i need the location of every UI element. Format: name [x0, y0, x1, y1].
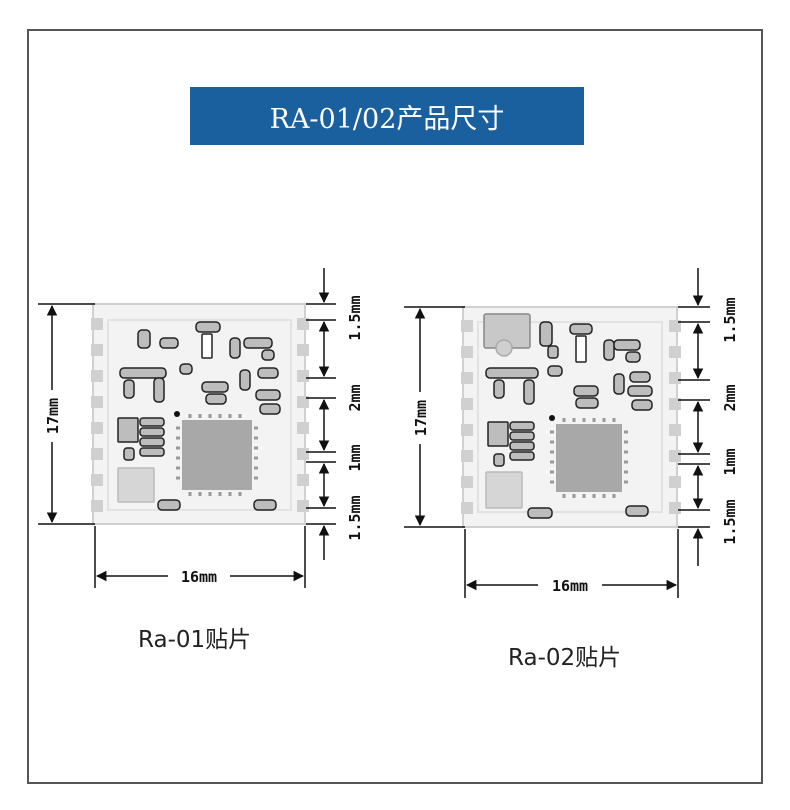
- ra02-side-label-3: 1mm: [721, 448, 739, 475]
- ra01-side-label-1: 1.5mm: [346, 295, 364, 340]
- ra01-left-pads: [91, 318, 103, 512]
- ra02-chip: [556, 424, 622, 492]
- ra02-components: [483, 313, 653, 519]
- ra01-width-label: 16mm: [181, 568, 217, 586]
- outer-frame: [27, 29, 763, 784]
- ra02-side-label-4: 1.5mm: [721, 499, 739, 544]
- module-ra02: 17mm 16mm 1.5mm 2mm 1mm 1.5mm: [404, 268, 739, 598]
- ra01-height-label: 17mm: [44, 398, 62, 434]
- ra01-caption: Ra-01贴片: [138, 627, 252, 653]
- ra02-side-label-1: 1.5mm: [721, 297, 739, 342]
- ra01-side-label-4: 1.5mm: [346, 495, 364, 540]
- ra01-components: [117, 321, 281, 511]
- ra02-width-label: 16mm: [552, 577, 588, 595]
- ra01-side-label-3: 1mm: [346, 444, 364, 471]
- ra02-caption: Ra-02贴片: [508, 645, 622, 671]
- ra01-chip: [182, 420, 252, 490]
- ra02-side-label-2: 2mm: [721, 384, 739, 411]
- module-ra01: 17mm 16mm 1.5mm 2mm 1mm 1.5mm: [38, 268, 364, 588]
- ra02-right-pads: [669, 320, 681, 514]
- banner-title: RA-01/02产品尺寸: [269, 103, 505, 135]
- ra01-side-label-2: 2mm: [346, 384, 364, 411]
- title-banner: RA-01/02产品尺寸: [190, 87, 584, 145]
- ra02-height-label: 17mm: [412, 400, 430, 436]
- ra01-right-pads: [297, 318, 309, 512]
- ra02-left-pads: [461, 320, 473, 514]
